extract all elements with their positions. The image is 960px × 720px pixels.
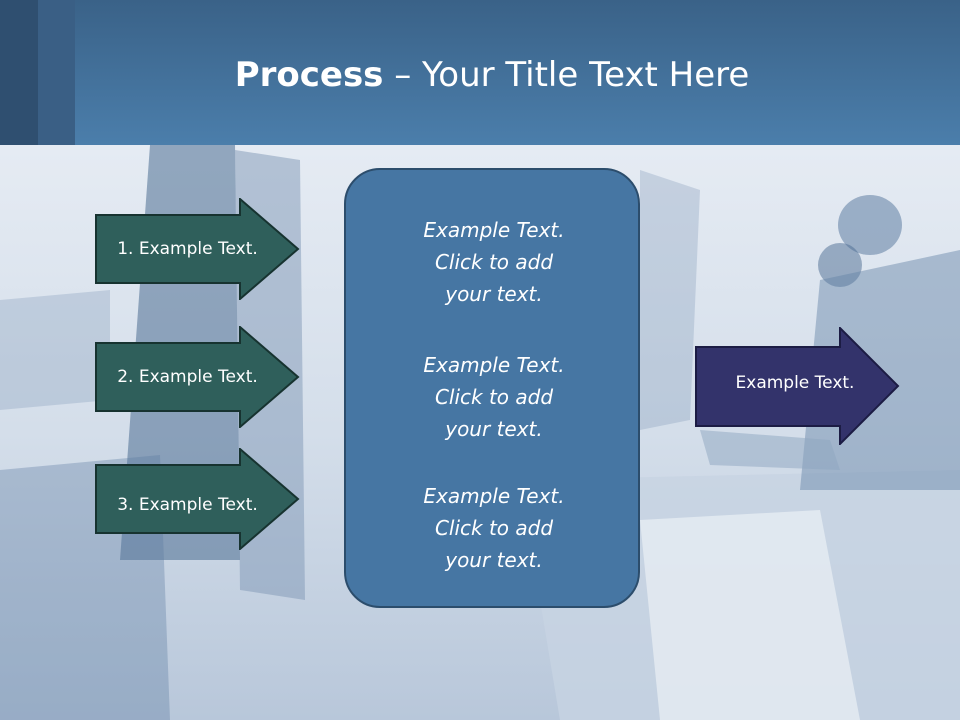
arrow-shape: [695, 325, 900, 447]
title-bold: Process: [234, 55, 384, 95]
slide-title[interactable]: Process – Your Title Text Here: [0, 50, 960, 100]
panel-text-block-2: Example Text. Click to add your text.: [346, 349, 642, 445]
panel-text-block-3: Example Text. Click to add your text.: [346, 480, 642, 576]
left-arrow-3-label: 3. Example Text.: [117, 495, 258, 515]
panel-line: Click to add: [434, 250, 554, 274]
left-arrow-1-label: 1. Example Text.: [117, 239, 258, 259]
panel-line: your text.: [445, 548, 543, 572]
panel-line: your text.: [445, 282, 543, 306]
left-arrow-3[interactable]: 3. Example Text.: [95, 446, 300, 552]
left-arrow-1[interactable]: 1. Example Text.: [95, 196, 300, 302]
panel-line: Example Text.: [423, 353, 565, 377]
title-rest: – Your Title Text Here: [383, 55, 750, 95]
panel-line: your text.: [445, 417, 543, 441]
left-arrow-2[interactable]: 2. Example Text.: [95, 324, 300, 430]
right-arrow[interactable]: Example Text.: [695, 325, 900, 447]
panel-text-block-1: Example Text. Click to add your text.: [346, 214, 642, 310]
left-arrow-2-label: 2. Example Text.: [117, 367, 258, 387]
center-text-panel[interactable]: Example Text. Click to add your text. Ex…: [344, 168, 640, 608]
panel-line: Click to add: [434, 385, 554, 409]
header-accent-dark: [0, 0, 38, 145]
title-bar: [0, 0, 960, 145]
arrow-shape: [95, 446, 300, 552]
header-accent: [38, 0, 75, 145]
arrow-shape: [95, 324, 300, 430]
panel-line: Click to add: [434, 516, 554, 540]
panel-line: Example Text.: [423, 218, 565, 242]
arrow-shape: [95, 196, 300, 302]
right-arrow-label: Example Text.: [735, 373, 855, 393]
panel-line: Example Text.: [423, 484, 565, 508]
